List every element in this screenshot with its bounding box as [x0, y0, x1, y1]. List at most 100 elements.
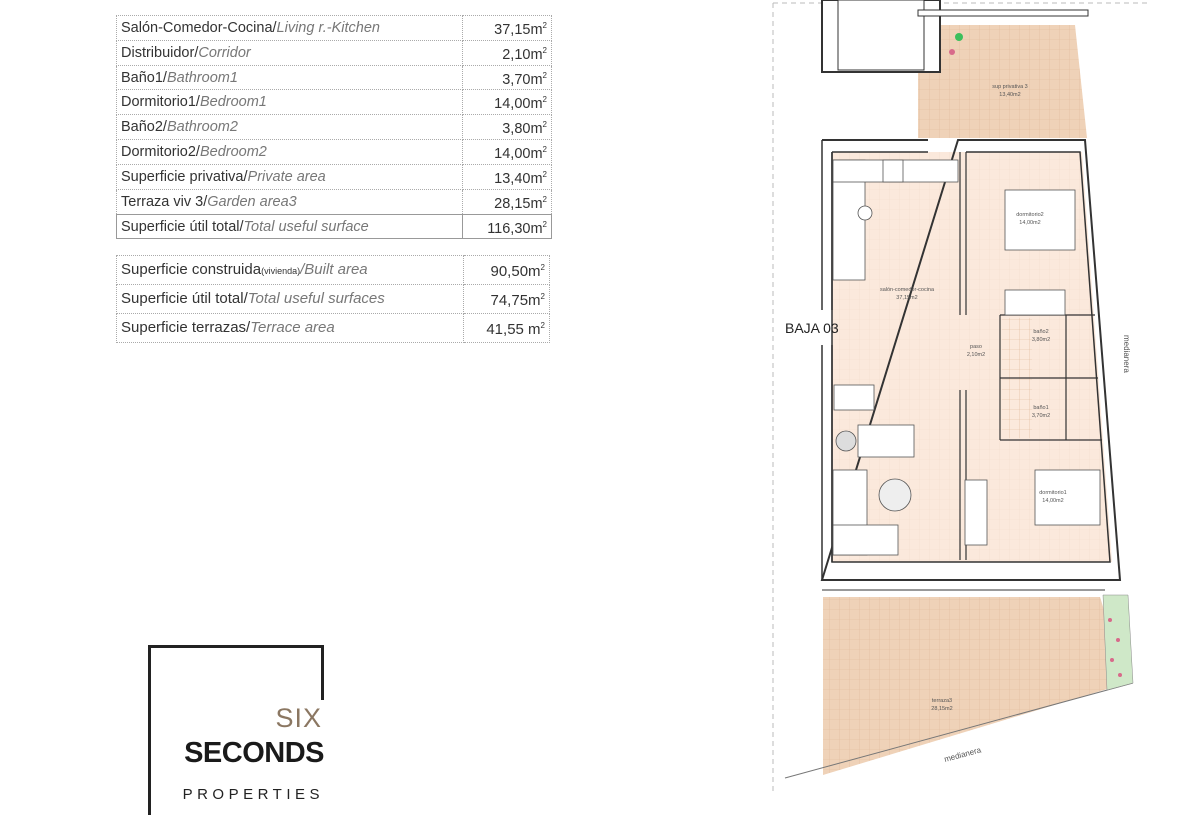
room-bedroom2-name: dormitorio2: [1016, 212, 1044, 218]
label-es: Baño1/: [121, 69, 167, 86]
label-en: Terrace area: [250, 318, 335, 336]
label-en: /Built area: [300, 260, 368, 278]
room-area: 3,70m2: [462, 64, 552, 91]
room-bath1-name: baño1: [1033, 405, 1048, 411]
label-en: Living r.-Kitchen: [276, 19, 380, 36]
label-es: Salón-Comedor-Cocina/: [121, 19, 277, 36]
label-es: Superficie útil total/: [121, 289, 248, 307]
unit-exponent: 2: [542, 194, 547, 204]
table-row: Superficie construida(vivienda)/Built ar…: [116, 255, 551, 285]
room-terrace-area: 28,15m2: [931, 706, 952, 712]
unit-exponent: 2: [542, 169, 547, 179]
area-value: 3,80m: [502, 121, 543, 138]
room-private-name: sup privativa 3: [992, 84, 1027, 90]
boundary-label-right: medianera: [1122, 335, 1131, 373]
label-en: Bedroom2: [199, 144, 267, 161]
room-label: Terraza viv 3/Garden area3: [115, 188, 464, 215]
unit-exponent: 2: [542, 45, 547, 55]
logo-properties: PROPERTIES: [182, 786, 324, 803]
label-en: Private area: [247, 168, 326, 185]
table-row: Superficie útil total/Total useful surfa…: [116, 284, 551, 314]
room-area: 14,00m2: [462, 139, 552, 165]
room-living-name: salón-comedor-cocina: [880, 287, 935, 293]
unit-exponent: 2: [540, 263, 545, 272]
room-bath2-name: baño2: [1033, 329, 1048, 335]
label-en: Bedroom1: [199, 94, 267, 111]
summary-area-table: Superficie construida(vivienda)/Built ar…: [116, 255, 551, 343]
label-note: (vivienda): [261, 265, 301, 276]
unit-exponent: 2: [540, 321, 545, 330]
area-value: 41,55 m: [486, 321, 541, 338]
unit-exponent: 2: [542, 219, 547, 229]
room-label: Baño1/Bathroom1: [115, 64, 464, 91]
unit-exponent: 2: [542, 120, 547, 130]
room-area: 3,80m2: [462, 114, 552, 141]
plants-icon: [955, 33, 963, 41]
table-row: Terraza viv 3/Garden area3 28,15m2: [115, 188, 552, 215]
room-label: Dormitorio2/Bedroom2: [115, 139, 464, 165]
room-corridor-name: paso: [970, 344, 982, 350]
area-value: 74,75m: [490, 292, 541, 309]
room-label: Distribuidor/Corridor: [115, 39, 464, 66]
logo-seconds: SECONDS: [184, 737, 324, 769]
summary-area: 41,55 m2: [462, 313, 551, 343]
area-value: 90,50m: [490, 263, 541, 280]
private-terrace: [918, 25, 1087, 138]
room-area: 13,40m2: [462, 163, 552, 190]
area-value: 37,15m: [494, 21, 543, 38]
label-es: Superficie construida: [121, 260, 262, 278]
area-value: 14,00m: [494, 145, 543, 162]
table-row: Dormitorio1/Bedroom1 14,00m2: [115, 89, 552, 116]
room-label: Superficie privativa/Private area: [115, 163, 464, 190]
label-es: Dormitorio2/: [121, 144, 200, 161]
label-es: Baño2/: [121, 119, 167, 136]
summary-area: 74,75m2: [462, 284, 551, 314]
table-row: Superficie útil total/Total useful surfa…: [115, 213, 552, 240]
label-es: Terraza viv 3/: [121, 193, 208, 210]
terrace: [784, 594, 1134, 779]
summary-label: Superficie terrazas/Terrace area: [116, 313, 464, 343]
room-area: 2,10m2: [462, 39, 552, 66]
interior: [832, 152, 1112, 562]
room-label: Salón-Comedor-Cocina/Living r.-Kitchen: [115, 15, 464, 41]
label-en: Total useful surface: [243, 218, 369, 235]
area-value: 3,70m: [502, 71, 543, 88]
unit-exponent: 2: [542, 21, 547, 30]
room-label: Superficie útil total/Total useful surfa…: [115, 213, 464, 240]
label-es: Superficie terrazas/: [121, 318, 251, 336]
area-value: 2,10m: [502, 46, 543, 63]
label-es: Distribuidor/: [121, 44, 199, 61]
room-area: 116,30m2: [462, 213, 552, 240]
area-value: 14,00m: [494, 96, 543, 113]
summary-label: Superficie útil total/Total useful surfa…: [116, 284, 464, 314]
room-corridor-area: 2,10m2: [967, 352, 985, 358]
area-value: 116,30m: [487, 220, 543, 237]
room-bedroom1-area: 14,00m2: [1042, 498, 1063, 504]
area-value: 28,15m: [494, 195, 543, 212]
room-private-area: 13,40m2: [999, 92, 1020, 98]
room-bath2-area: 3,80m2: [1032, 337, 1050, 343]
room-label: Dormitorio1/Bedroom1: [115, 89, 464, 116]
site-boundary: [772, 2, 1150, 795]
label-es: Superficie privativa/: [121, 168, 248, 185]
label-es: Superficie útil total/: [121, 218, 244, 235]
label-en: Bathroom1: [166, 69, 238, 86]
kitchen: [832, 159, 959, 281]
room-bath1-area: 3,70m2: [1032, 413, 1050, 419]
room-living-area: 37,15m2: [896, 295, 917, 301]
area-value: 13,40m: [494, 170, 543, 187]
room-area: 37,15m2: [462, 15, 552, 41]
unit-exponent: 2: [542, 95, 547, 105]
unit-exponent: 2: [542, 145, 547, 155]
label-en: Total useful surfaces: [247, 289, 385, 307]
unit-exponent: 2: [542, 70, 547, 80]
room-label: Baño2/Bathroom2: [115, 114, 464, 141]
unit-exponent: 2: [540, 292, 545, 301]
